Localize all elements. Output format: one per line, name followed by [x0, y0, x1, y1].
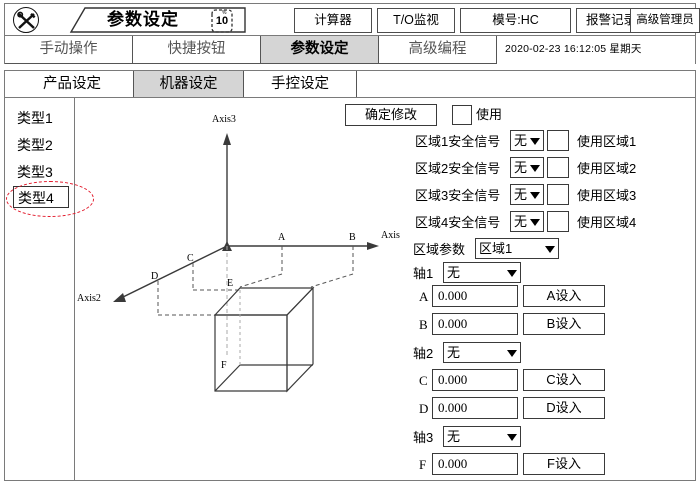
chevron-down-icon — [545, 245, 555, 253]
zone2-use-checkbox[interactable] — [547, 157, 569, 178]
zone1-signal-value: 无 — [514, 133, 528, 148]
tab-advanced-programming[interactable]: 高级编程 — [379, 36, 497, 64]
field-d-label: D — [419, 401, 429, 416]
zone4-signal-label: 区域4安全信号 — [415, 215, 501, 230]
zone-parameter-label: 区域参数 — [413, 242, 466, 257]
field-f-set-button[interactable]: F设入 — [523, 453, 605, 475]
svg-text:B: B — [349, 232, 356, 243]
chevron-down-icon — [507, 349, 517, 357]
field-c-input[interactable]: 0.000 — [432, 369, 518, 391]
admin-button[interactable]: 高级管理员 — [630, 8, 700, 33]
calculator-button[interactable]: 计算器 — [294, 8, 372, 33]
zone4-use-checkbox[interactable] — [547, 211, 569, 232]
svg-text:Axis3: Axis3 — [212, 114, 236, 125]
zone2-signal-label: 区域2安全信号 — [415, 161, 501, 176]
field-f-label: F — [419, 457, 427, 472]
axis1-value: 无 — [447, 265, 461, 280]
zone3-signal-value: 无 — [514, 187, 528, 202]
title-plate: 参数设定 % 10 — [45, 6, 253, 34]
axis3-select[interactable]: 无 — [443, 426, 521, 447]
tab-parameter-settings[interactable]: 参数设定 — [261, 36, 379, 64]
sidebar-divider — [74, 98, 75, 480]
gear-unit: % — [222, 10, 227, 16]
chevron-down-icon — [530, 137, 540, 145]
zone2-use-label: 使用区域2 — [577, 161, 637, 176]
field-b-input[interactable]: 0.000 — [432, 313, 518, 335]
field-a-label: A — [419, 289, 429, 304]
zone3-use-checkbox[interactable] — [547, 184, 569, 205]
zone3-use-label: 使用区域3 — [577, 188, 637, 203]
field-c-label: C — [419, 373, 428, 388]
confirm-modify-button[interactable]: 确定修改 — [345, 104, 437, 126]
tab-manual-control-settings[interactable]: 手控设定 — [244, 71, 357, 98]
field-a-set-button[interactable]: A设入 — [523, 285, 605, 307]
zone4-signal-select[interactable]: 无 — [510, 211, 544, 232]
axis1-select[interactable]: 无 — [443, 262, 521, 283]
zone-parameter-select[interactable]: 区域1 — [475, 238, 559, 259]
datetime-display: 2020-02-23 16:12:05 星期天 — [505, 43, 642, 55]
field-f-input[interactable]: 0.000 — [432, 453, 518, 475]
svg-text:C: C — [187, 253, 194, 264]
secondary-tab-bar: 产品设定 机器设定 手控设定 — [4, 70, 696, 98]
chevron-down-icon — [507, 269, 517, 277]
use-label: 使用 — [476, 107, 503, 122]
page-title: 参数设定 — [107, 10, 179, 29]
content-area: 类型1 类型2 类型3 类型4 — [4, 97, 696, 481]
axis-zone-diagram: Axis3 Axis1 Axis2 A B C D E F — [75, 98, 405, 480]
zone3-signal-select[interactable]: 无 — [510, 184, 544, 205]
zone4-use-label: 使用区域4 — [577, 215, 637, 230]
use-checkbox[interactable] — [452, 105, 472, 125]
svg-text:D: D — [151, 271, 158, 282]
field-b-set-button[interactable]: B设入 — [523, 313, 605, 335]
chevron-down-icon — [530, 164, 540, 172]
zone-parameter-value: 区域1 — [479, 241, 513, 256]
field-c-set-button[interactable]: C设入 — [523, 369, 605, 391]
tab-machine-settings[interactable]: 机器设定 — [134, 71, 244, 98]
tools-icon — [13, 7, 39, 33]
svg-text:E: E — [227, 278, 233, 289]
axis2-label: 轴2 — [413, 346, 434, 361]
axis1-label: 轴1 — [413, 266, 434, 281]
zone2-signal-select[interactable]: 无 — [510, 157, 544, 178]
svg-text:Axis2: Axis2 — [77, 293, 101, 304]
sidebar-item-type1[interactable]: 类型1 — [17, 110, 53, 126]
tab-product-settings[interactable]: 产品设定 — [11, 71, 134, 98]
svg-text:F: F — [221, 360, 227, 371]
chevron-down-icon — [507, 433, 517, 441]
tab-manual-operation[interactable]: 手动操作 — [5, 36, 133, 64]
zone1-signal-label: 区域1安全信号 — [415, 134, 501, 149]
zone4-signal-value: 无 — [514, 214, 528, 229]
speed-gear-icon: % 10 — [207, 8, 237, 34]
zone3-signal-label: 区域3安全信号 — [415, 188, 501, 203]
chevron-down-icon — [530, 191, 540, 199]
svg-text:A: A — [278, 232, 286, 243]
sidebar-item-type3[interactable]: 类型3 — [17, 164, 53, 180]
axis2-select[interactable]: 无 — [443, 342, 521, 363]
tab-quick-buttons[interactable]: 快捷按钮 — [133, 36, 261, 64]
gear-value: 10 — [215, 15, 229, 27]
axis3-value: 无 — [447, 429, 461, 444]
zone2-signal-value: 无 — [514, 160, 528, 175]
chevron-down-icon — [530, 218, 540, 226]
field-d-set-button[interactable]: D设入 — [523, 397, 605, 419]
zone1-use-label: 使用区域1 — [577, 134, 637, 149]
sidebar-item-type2[interactable]: 类型2 — [17, 137, 53, 153]
mold-number-button[interactable]: 模号:HC — [460, 8, 571, 33]
field-a-input[interactable]: 0.000 — [432, 285, 518, 307]
primary-tab-bar: 手动操作 快捷按钮 参数设定 高级编程 2020-02-23 16:12:05 … — [4, 35, 696, 64]
field-b-label: B — [419, 317, 428, 332]
io-monitor-button[interactable]: T/O监视 — [377, 8, 455, 33]
axis3-label: 轴3 — [413, 430, 434, 445]
zone1-use-checkbox[interactable] — [547, 130, 569, 151]
parameter-panel: 确定修改 使用 区域1安全信号 无 使用区域1 区域2安全信号 无 使用区域2 … — [325, 98, 695, 480]
title-bar: 参数设定 % 10 计算器 T/O监视 模号:HC 报警记录 高级管理员 — [4, 3, 700, 35]
svg-text:Axis1: Axis1 — [381, 230, 400, 241]
zone1-signal-select[interactable]: 无 — [510, 130, 544, 151]
field-d-input[interactable]: 0.000 — [432, 397, 518, 419]
axis2-value: 无 — [447, 345, 461, 360]
sidebar-item-type4[interactable]: 类型4 — [13, 186, 69, 208]
